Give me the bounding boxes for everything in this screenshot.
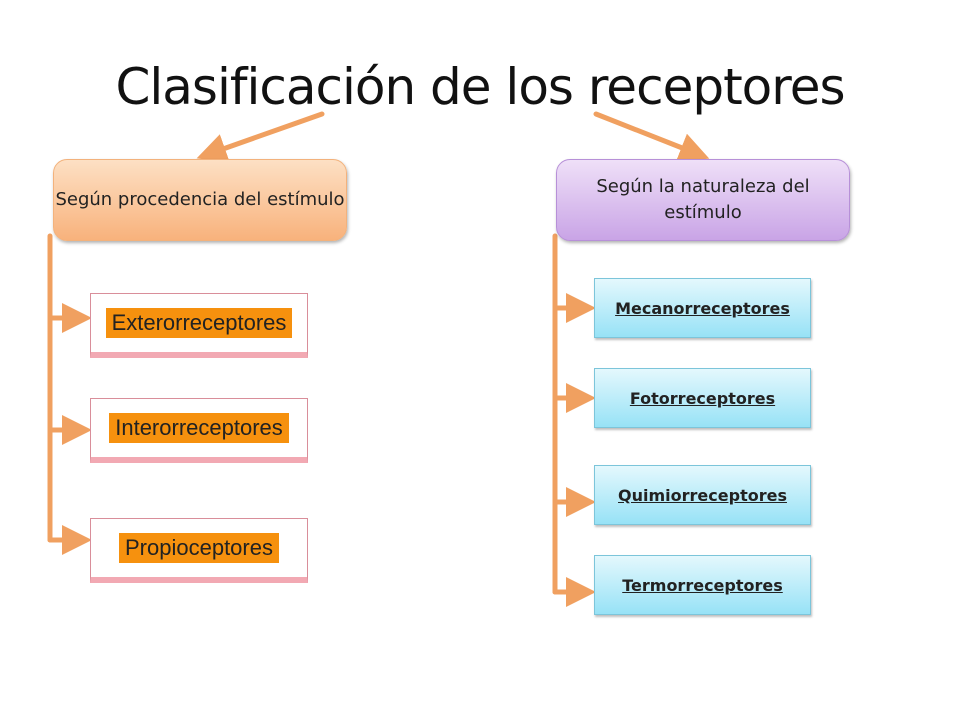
category-nature: Según la naturaleza del estímulo bbox=[556, 159, 850, 241]
link-quimiorreceptores[interactable]: Quimiorreceptores bbox=[618, 485, 787, 505]
item-termorreceptores[interactable]: Termorreceptores bbox=[594, 555, 811, 615]
link-fotorreceptores[interactable]: Fotorreceptores bbox=[629, 388, 776, 408]
item-label: Interorreceptores bbox=[109, 413, 289, 443]
item-label: Exterorreceptores bbox=[105, 308, 293, 338]
item-mecanorreceptores[interactable]: Mecanorreceptores bbox=[594, 278, 811, 338]
item-label: Propioceptores bbox=[119, 533, 279, 563]
arrow-left-category bbox=[196, 111, 325, 163]
category-origin: Según procedencia del estímulo bbox=[53, 159, 347, 241]
item-exterorreceptores: Exterorreceptores bbox=[90, 293, 308, 358]
arrow-right-category bbox=[593, 111, 710, 162]
item-quimiorreceptores[interactable]: Quimiorreceptores bbox=[594, 465, 811, 525]
item-fotorreceptores[interactable]: Fotorreceptores bbox=[594, 368, 811, 428]
slide-title: Clasificación de los receptores bbox=[115, 58, 845, 116]
item-interorreceptores: Interorreceptores bbox=[90, 398, 308, 463]
link-termorreceptores[interactable]: Termorreceptores bbox=[622, 575, 783, 595]
link-mecanorreceptores[interactable]: Mecanorreceptores bbox=[615, 298, 790, 318]
item-propioceptores: Propioceptores bbox=[90, 518, 308, 583]
